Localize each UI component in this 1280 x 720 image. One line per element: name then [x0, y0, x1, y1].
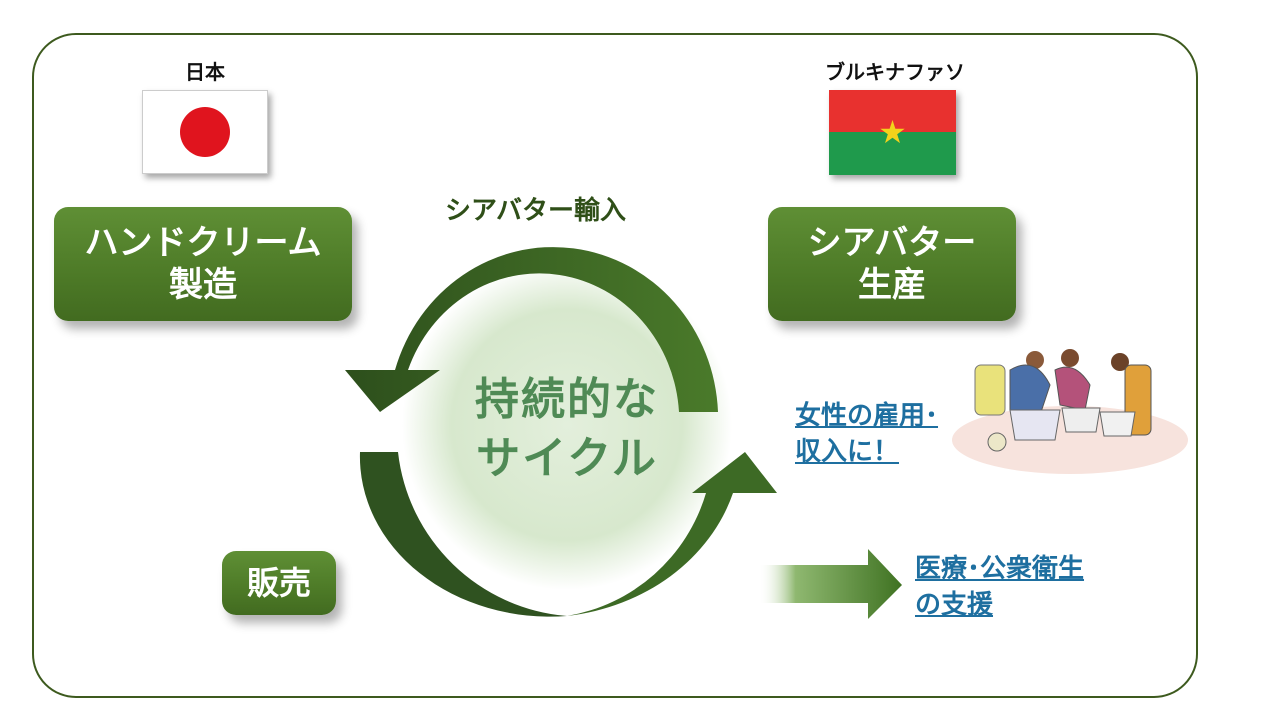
sales-box: 販売: [222, 551, 336, 615]
production-box: シアバター 生産: [768, 207, 1016, 321]
women-working-illustration: [952, 349, 1188, 474]
cycle-center-text: 持続的な サイクル: [412, 370, 722, 489]
health-support-link[interactable]: 医療･公衆衛生 の支援: [915, 551, 1084, 624]
arrow-label-import: シアバター輸入: [445, 196, 626, 226]
production-line-1: シアバター: [807, 222, 977, 263]
women-link-line-2: 収入に！: [795, 437, 900, 468]
health-link-line-2: の支援: [915, 590, 994, 621]
center-line-2: サイクル: [476, 433, 658, 485]
cycle-center-glow: [402, 260, 732, 590]
production-line-2: 生産: [858, 265, 926, 305]
cycle-arrow-top: [345, 247, 718, 412]
cycle-arrow-bottom-left: [359, 452, 567, 617]
japan-flag-icon: [142, 90, 268, 174]
manufacture-line-2: 製造: [169, 265, 237, 305]
country-label-japan: 日本: [185, 60, 225, 84]
manufacture-box: ハンドクリーム 製造: [54, 207, 352, 321]
center-line-1: 持続的な: [475, 374, 659, 425]
country-label-burkina-faso: ブルキナファソ: [825, 60, 965, 84]
burkina-faso-flag-icon: [829, 90, 956, 175]
diagram-frame: [32, 33, 1198, 698]
women-employment-link[interactable]: 女性の雇用･ 収入に！: [795, 398, 938, 471]
support-arrow-icon: [760, 549, 902, 619]
manufacture-line-1: ハンドクリーム: [84, 222, 322, 263]
sales-label: 販売: [246, 564, 311, 602]
cycle-arrow-bottom-right: [567, 452, 777, 616]
health-link-line-1: 医療･公衆衛生: [915, 554, 1085, 584]
women-link-line-1: 女性の雇用･: [795, 401, 939, 431]
